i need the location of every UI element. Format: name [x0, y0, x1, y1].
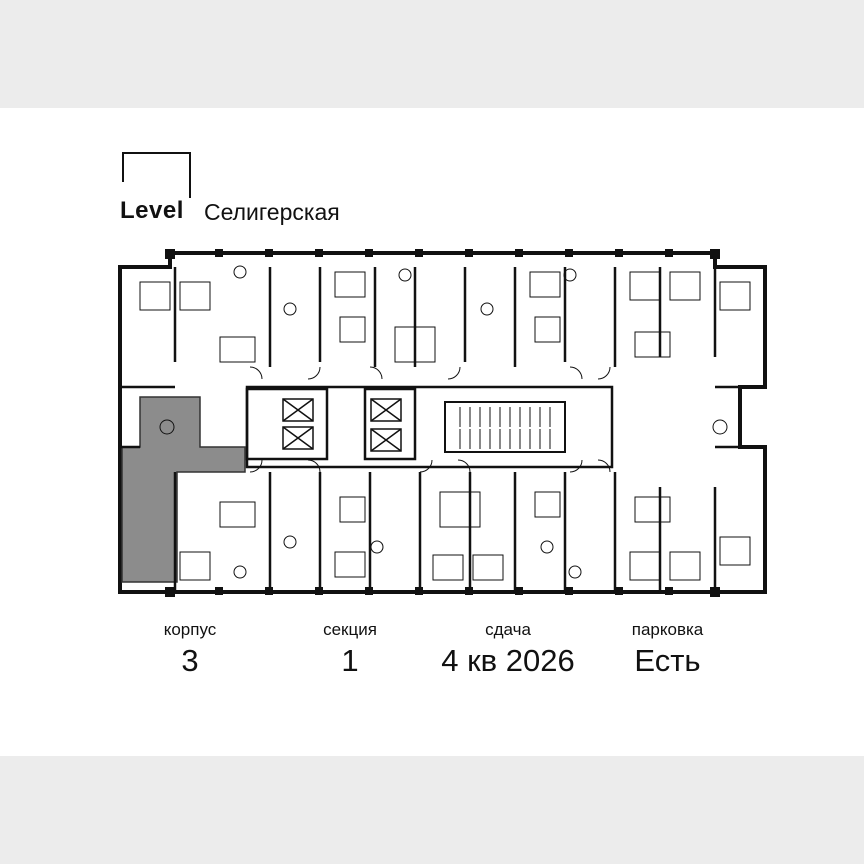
section-info: секция 1	[305, 620, 395, 680]
building-value: 3	[181, 643, 199, 678]
highlighted-apartment	[121, 396, 246, 583]
building-info: корпус 3	[150, 620, 230, 680]
parking-info: парковка Есть	[610, 620, 725, 680]
door-icon	[249, 366, 611, 473]
brand-name: Level	[120, 197, 184, 224]
logo-frame-icon	[123, 152, 191, 198]
parking-value: Есть	[634, 643, 701, 678]
delivery-value: 4 кв 2026	[441, 643, 575, 678]
dining-table-icon	[159, 265, 728, 579]
partition-walls	[120, 267, 765, 592]
section-label: секция	[323, 620, 377, 639]
building-label: корпус	[163, 620, 217, 639]
section-value: 1	[341, 643, 359, 678]
bathroom-icon	[219, 316, 671, 528]
building-outline	[118, 251, 767, 594]
elevator-icon	[282, 398, 402, 452]
delivery-info: сдача 4 кв 2026	[418, 620, 598, 680]
stairs-icon	[444, 401, 566, 453]
parking-label: парковка	[631, 620, 704, 639]
facade-columns	[165, 249, 720, 597]
project-name: Селигерская	[204, 199, 340, 225]
logo-stem-icon	[122, 152, 124, 182]
delivery-label: сдача	[485, 620, 531, 639]
floor-plan	[118, 249, 767, 597]
bed-icon	[139, 271, 751, 581]
